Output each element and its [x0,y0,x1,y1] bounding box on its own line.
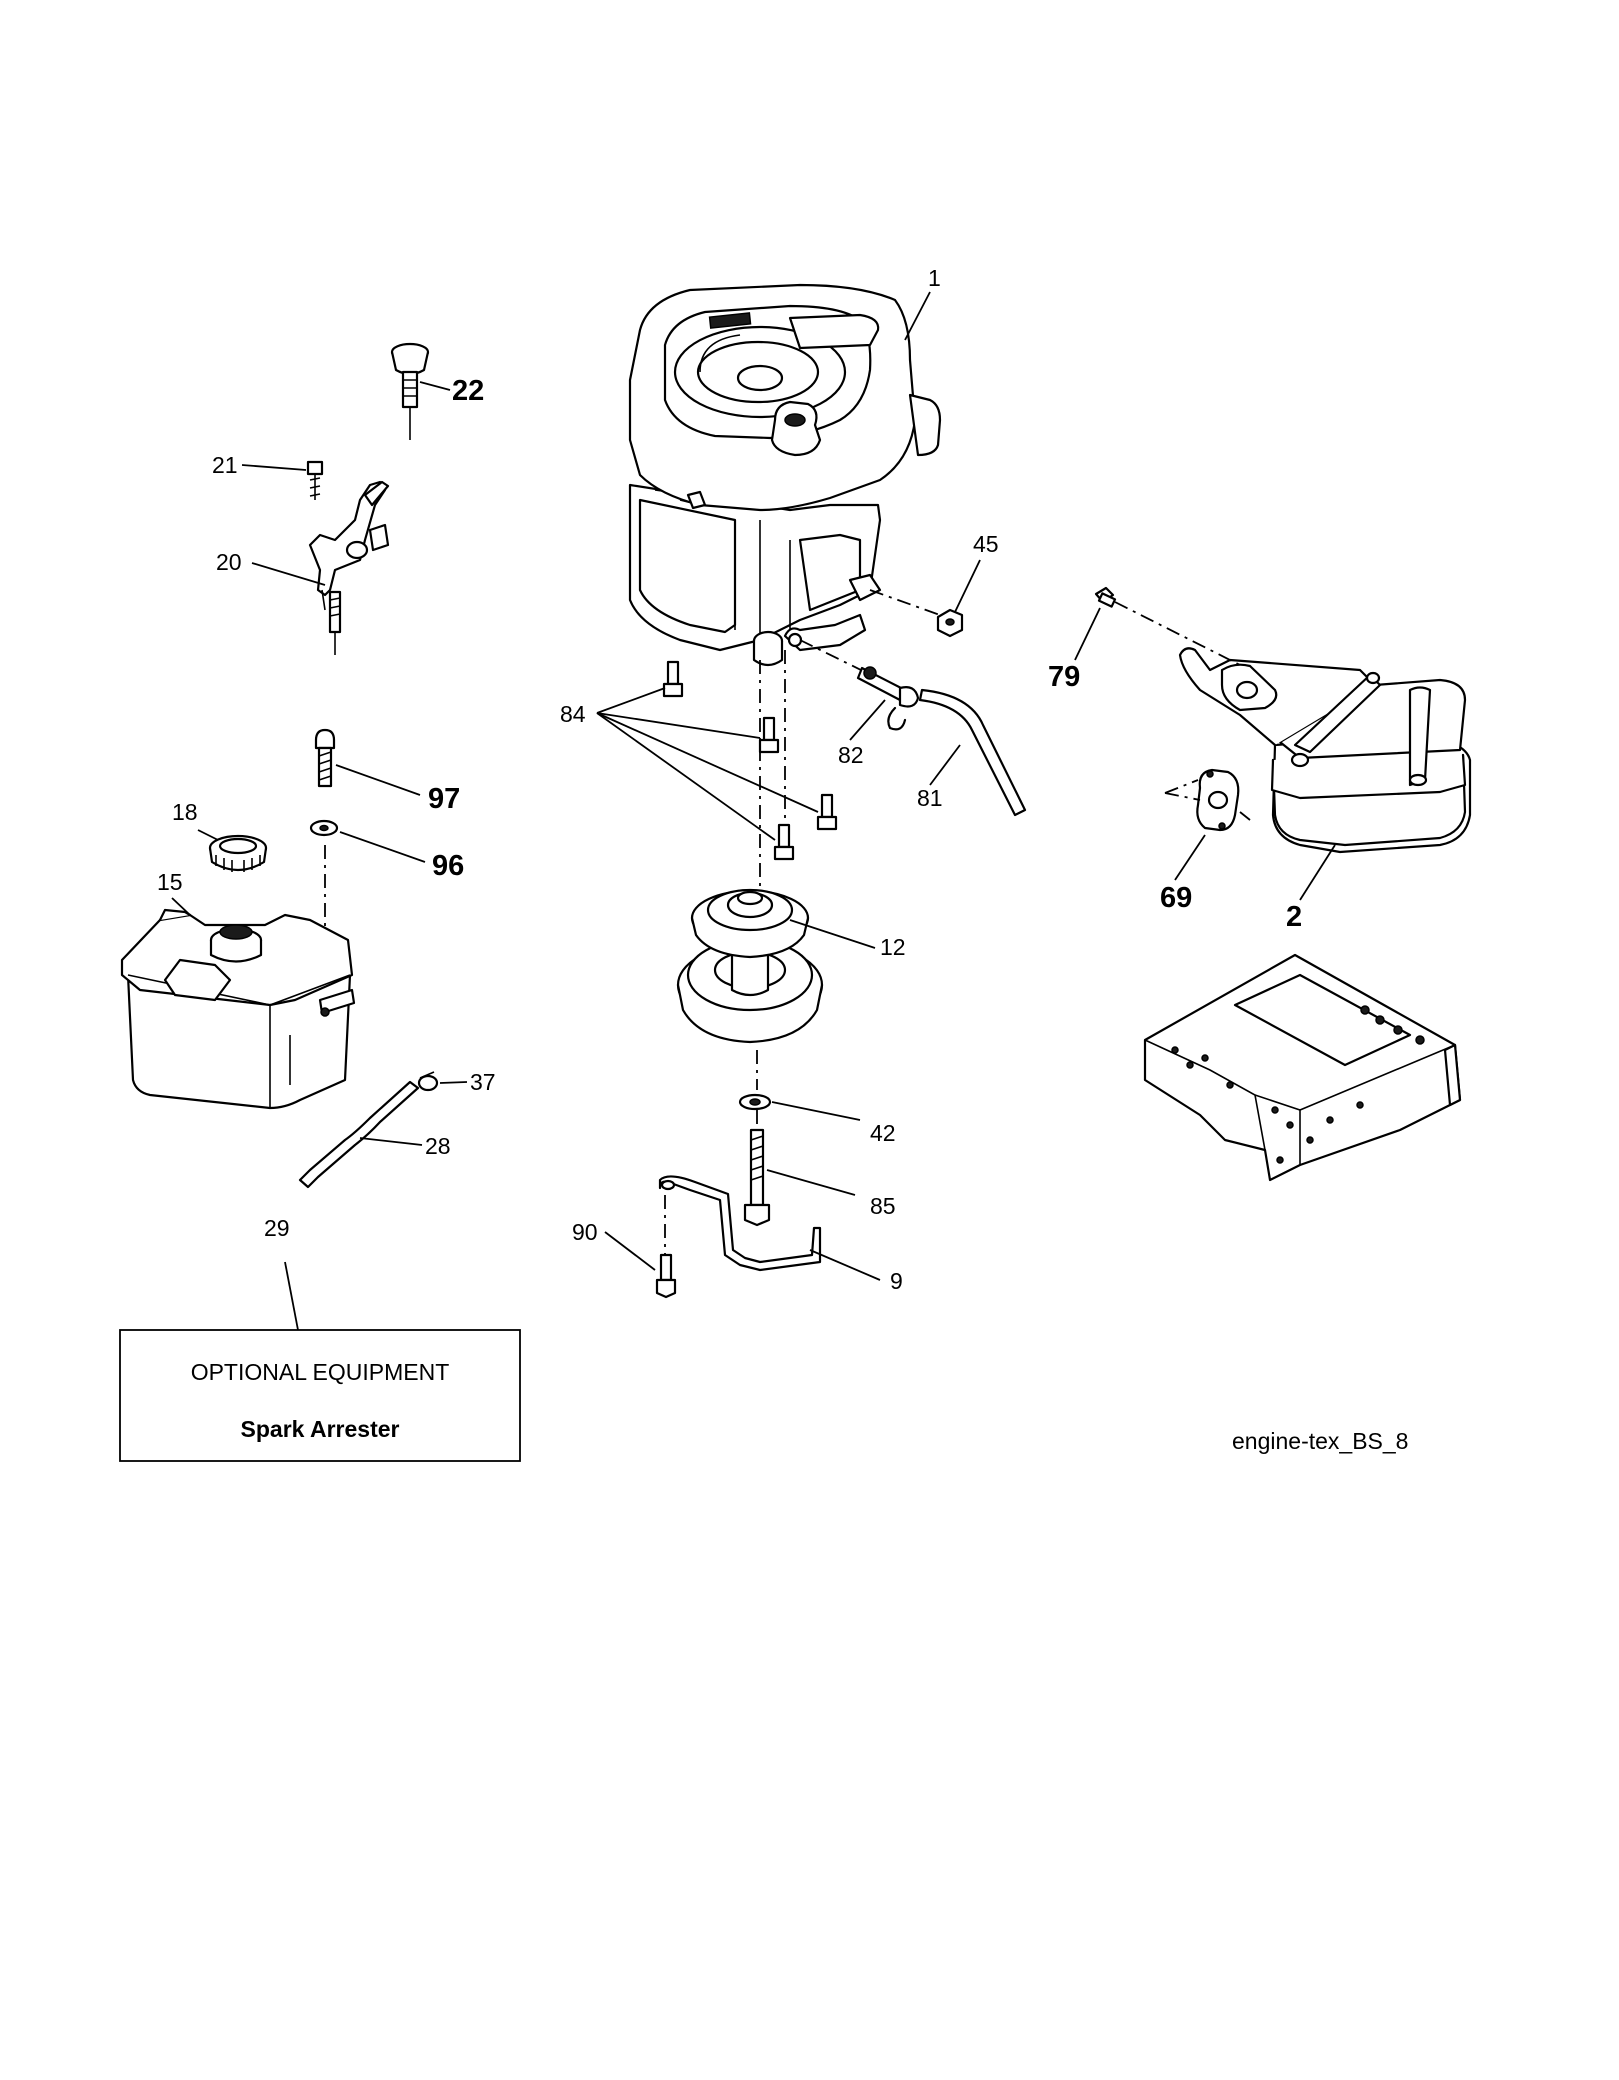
callout-84: 84 [560,701,586,727]
fuel-cap-18 [208,834,268,872]
callout-1: 1 [928,265,941,291]
fuel-tank-15 [120,908,356,1110]
callout-96: 96 [432,850,464,882]
callout-18: 18 [172,799,198,825]
callout-28: 28 [425,1133,451,1159]
throttle-bracket-20 [308,480,390,655]
nut-45 [936,608,964,638]
gasket-69 [1196,768,1240,832]
optional-equipment-box: OPTIONAL EQUIPMENT Spark Arrester [119,1329,521,1462]
bolt-84-d [773,823,795,861]
choke-knob-22 [390,342,430,440]
callout-69: 69 [1160,882,1192,914]
callout-90: 90 [572,1219,598,1245]
bolt-85 [743,1128,771,1227]
screw-97 [314,728,336,788]
washer-96 [309,819,339,837]
callout-2: 2 [1286,901,1302,933]
engine-mounting-plate [1143,953,1462,1182]
callout-9: 9 [890,1268,903,1294]
bracket-9 [658,1175,822,1272]
callout-79: 79 [1048,661,1080,693]
callout-37: 37 [470,1069,496,1095]
fuel-valve-82 [856,666,920,731]
callout-21: 21 [212,452,238,478]
callout-45: 45 [973,531,999,557]
fuel-hose-81 [918,688,1027,817]
screw-21 [306,460,324,500]
bolt-84-c [816,793,838,831]
bolt-79 [1094,586,1117,608]
bolt-84-a [662,660,684,698]
callout-81: 81 [917,785,943,811]
washer-42 [738,1093,772,1111]
callout-97: 97 [428,783,460,815]
fuel-line-28 [298,1080,420,1189]
callout-15: 15 [157,869,183,895]
bolt-90 [655,1253,677,1299]
callout-12: 12 [880,934,906,960]
optional-equipment-item: Spark Arrester [241,1416,400,1442]
callout-29: 29 [264,1215,290,1241]
engine-pulley [676,888,824,1044]
muffler [1178,647,1472,854]
engine [628,283,942,667]
callout-20: 20 [216,549,242,575]
callout-42: 42 [870,1120,896,1146]
callout-85: 85 [870,1193,896,1219]
bolt-84-b [758,716,780,754]
hose-clamp-37 [417,1071,439,1092]
callout-82: 82 [838,742,864,768]
optional-equipment-heading: OPTIONAL EQUIPMENT [191,1359,450,1385]
drawing-code: engine-tex_BS_8 [1232,1428,1408,1454]
callout-22: 22 [452,375,484,407]
